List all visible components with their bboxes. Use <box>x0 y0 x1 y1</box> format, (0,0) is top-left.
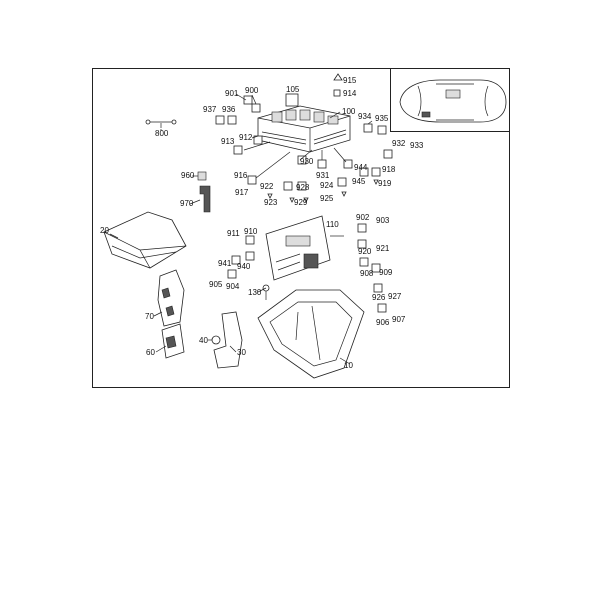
label-900: 900 <box>245 86 259 95</box>
label-902: 902 <box>356 213 370 222</box>
label-924: 924 <box>320 181 334 190</box>
part-70-bracket <box>157 269 185 327</box>
part-30-bracket <box>213 311 243 369</box>
part-10-housing <box>257 289 365 379</box>
label-932: 932 <box>392 139 406 148</box>
label-930: 930 <box>300 157 314 166</box>
label-931: 931 <box>316 171 330 180</box>
label-914: 914 <box>343 89 357 98</box>
part-105-relay <box>285 93 299 107</box>
label-130: 130 <box>248 288 262 297</box>
part-970-bracket <box>199 185 211 213</box>
label-970: 970 <box>180 199 194 208</box>
label-935: 935 <box>375 114 389 123</box>
label-60: 60 <box>146 348 155 357</box>
label-110: 110 <box>326 220 339 229</box>
label-915: 915 <box>343 76 357 85</box>
label-934: 934 <box>358 112 372 121</box>
label-960: 960 <box>181 171 195 180</box>
label-937: 937 <box>203 105 217 114</box>
label-904: 904 <box>226 282 240 291</box>
label-933: 933 <box>410 141 424 150</box>
label-912: 912 <box>239 133 253 142</box>
label-927: 927 <box>388 292 402 301</box>
label-921: 921 <box>376 244 390 253</box>
vehicle-top-view <box>399 79 507 123</box>
part-110-control-module <box>265 215 331 281</box>
label-10: 10 <box>344 361 353 370</box>
label-70: 70 <box>145 312 154 321</box>
part-60-bracket <box>161 323 185 359</box>
label-918: 918 <box>382 165 396 174</box>
label-909: 909 <box>379 268 393 277</box>
label-944: 944 <box>354 163 368 172</box>
part-800-cable <box>145 119 177 128</box>
label-929: 929 <box>294 198 308 207</box>
left-connectors-900s <box>215 95 291 185</box>
label-903: 903 <box>376 216 390 225</box>
label-901: 901 <box>225 89 239 98</box>
leader-lines <box>109 93 373 365</box>
label-928: 928 <box>296 183 310 192</box>
label-905: 905 <box>209 280 223 289</box>
part-100-fuse-relay-box <box>257 105 351 153</box>
label-105: 105 <box>286 85 300 94</box>
part-914-fuse <box>333 89 341 97</box>
part-20-cover <box>103 211 187 269</box>
label-800: 800 <box>155 129 169 138</box>
label-30: 30 <box>237 348 246 357</box>
label-940: 940 <box>237 262 251 271</box>
label-100: 100 <box>342 107 356 116</box>
label-925: 925 <box>320 194 334 203</box>
part-960-clip <box>197 171 207 181</box>
label-911: 911 <box>227 229 240 238</box>
label-913: 913 <box>221 137 235 146</box>
label-926: 926 <box>372 293 386 302</box>
vehicle-locator-inset <box>390 68 510 132</box>
label-919: 919 <box>378 179 392 188</box>
callout-labels: 800 901 900 105 915 914 100 937 936 934 … <box>100 76 424 370</box>
label-920: 920 <box>358 247 372 256</box>
part-915-fuse <box>333 73 343 81</box>
label-916: 916 <box>234 171 248 180</box>
label-917: 917 <box>235 188 249 197</box>
label-908: 908 <box>360 269 374 278</box>
right-connectors-900s <box>267 123 393 203</box>
label-923: 923 <box>264 198 278 207</box>
label-945: 945 <box>352 177 366 186</box>
part-40-nut <box>211 335 221 345</box>
label-20: 20 <box>100 226 109 235</box>
label-906: 906 <box>376 318 390 327</box>
module-connectors-900s <box>227 223 387 313</box>
label-40: 40 <box>199 336 208 345</box>
label-910: 910 <box>244 227 258 236</box>
label-936: 936 <box>222 105 236 114</box>
label-922: 922 <box>260 182 274 191</box>
label-941: 941 <box>218 259 232 268</box>
label-907: 907 <box>392 315 406 324</box>
